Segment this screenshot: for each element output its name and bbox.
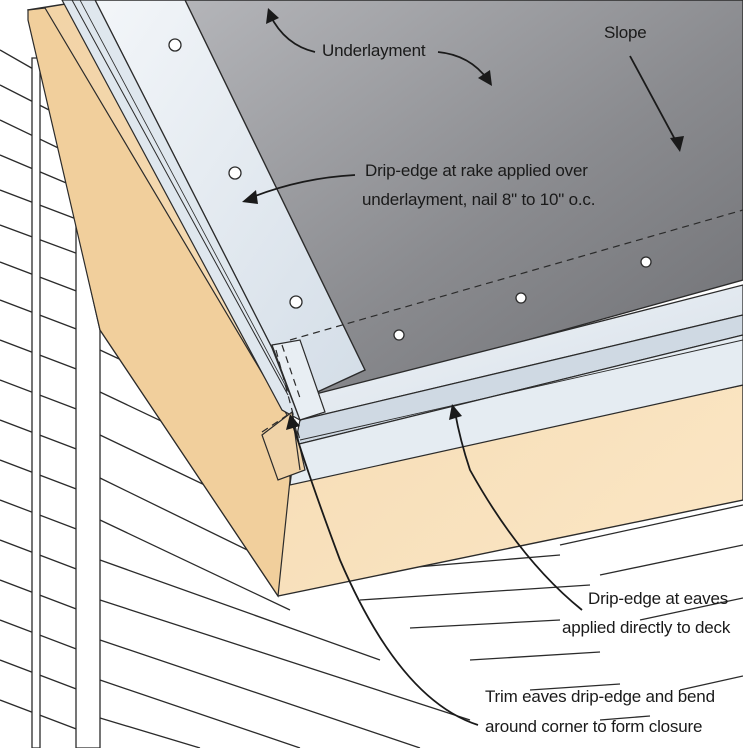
eaves-label-line1: Drip-edge at eaves: [588, 589, 729, 608]
rake-fascia: [27, 7, 291, 598]
rake-label-line1: Drip-edge at rake applied over: [365, 161, 588, 180]
eaves-label-line2: applied directly to deck: [562, 618, 731, 637]
arrow-slope: [629, 55, 679, 146]
trim-label-line1: Trim eaves drip-edge and bend: [485, 687, 715, 706]
rake-label-line2: underlayment, nail 8" to 10" o.c.: [362, 190, 596, 209]
nail-holes: [168, 38, 652, 341]
arrowheads: [242, 8, 684, 430]
arrow-trim: [291, 421, 479, 726]
arrow-eaves: [454, 411, 583, 611]
arrow-rake: [249, 174, 356, 199]
eaves-drip-edge: [289, 284, 743, 486]
trim-label-line2: around corner to form closure: [485, 717, 703, 736]
slope-label: Slope: [604, 23, 647, 42]
underlayment-label: Underlayment: [322, 41, 426, 60]
